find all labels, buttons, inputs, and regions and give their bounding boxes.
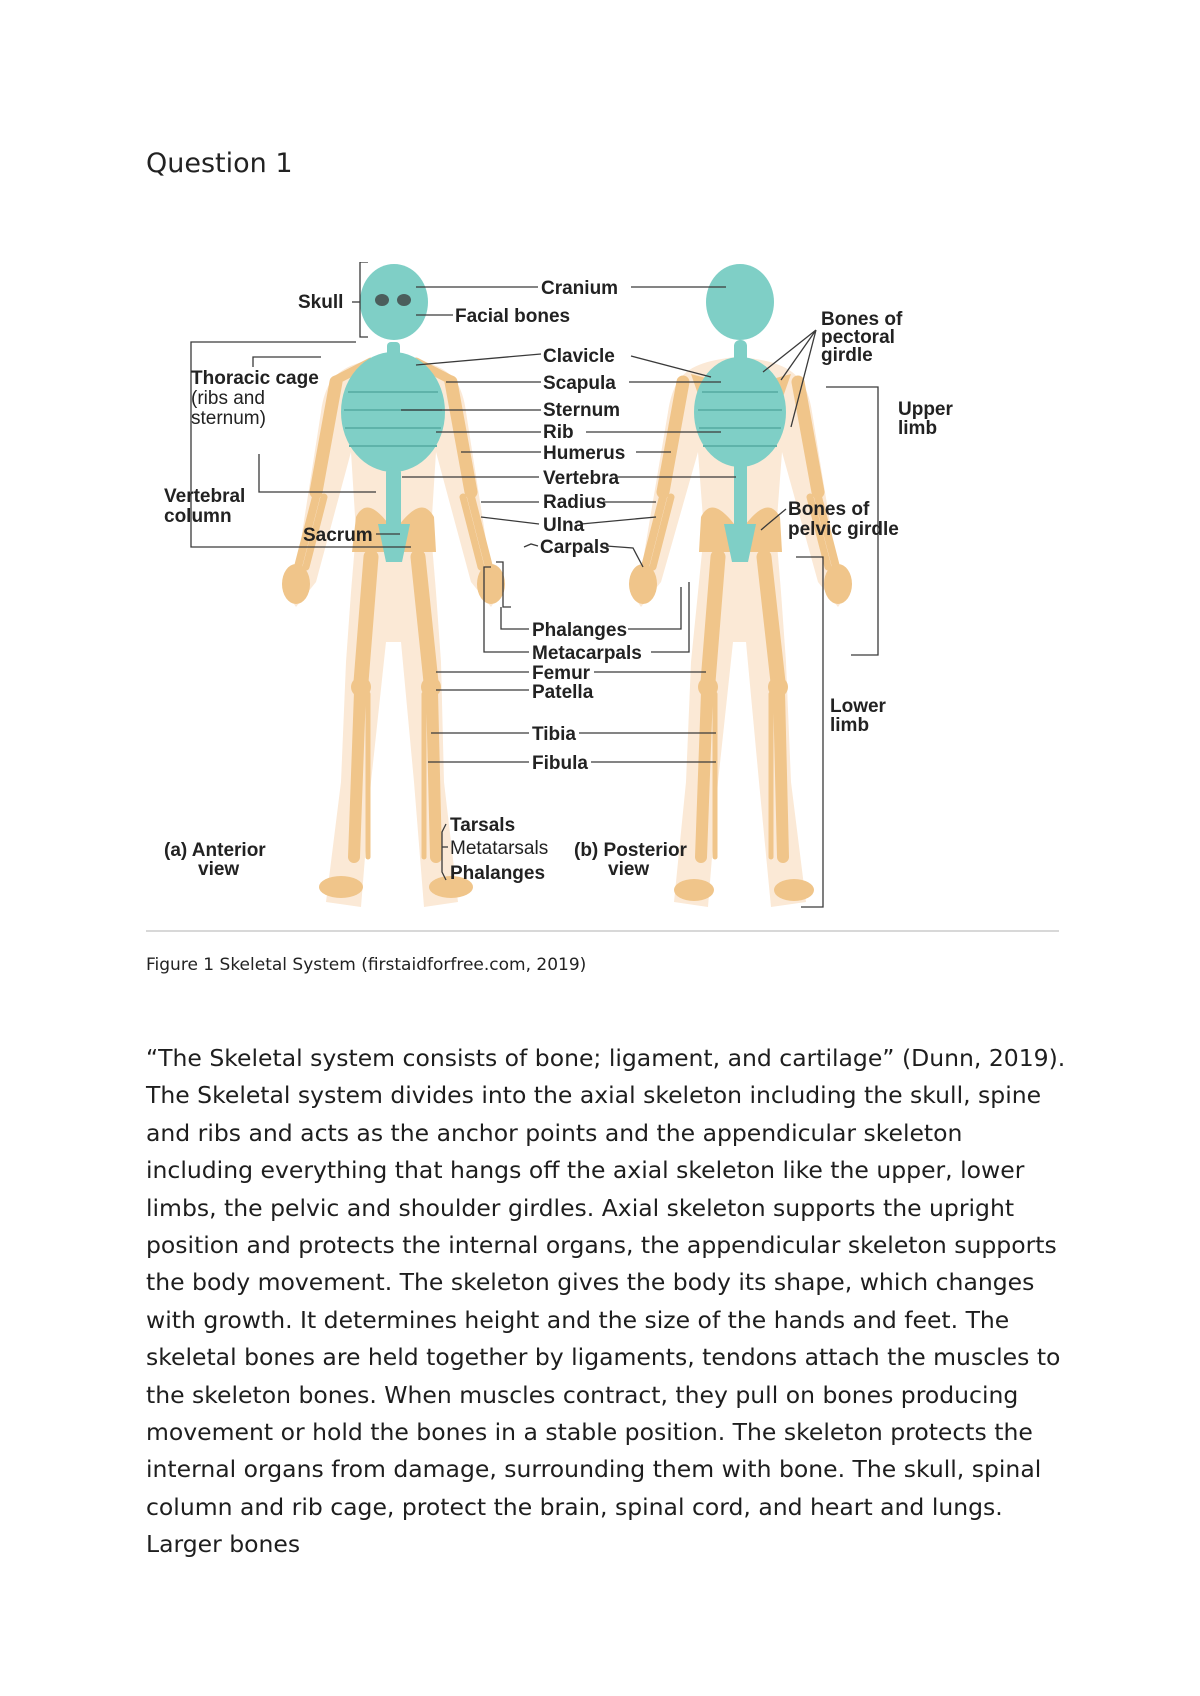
label-upper-limb-1: Upper — [898, 399, 954, 420]
skeletal-system-figure: Skull Cranium Facial bones Thoracic cage… — [146, 262, 1059, 932]
label-vertebral-column-1: Vertebral — [164, 486, 245, 507]
label-posterior-view-2: view — [608, 859, 649, 880]
label-pelvic-girdle-2: pelvic girdle — [788, 519, 899, 540]
label-lower-limb-2: limb — [830, 715, 869, 736]
label-pelvic-girdle-1: Bones of — [788, 499, 870, 520]
label-sacrum: Sacrum — [303, 525, 373, 546]
label-anterior-view-1: (a) Anterior — [164, 840, 266, 861]
label-skull: Skull — [298, 292, 343, 313]
label-pectoral-girdle-3: girdle — [821, 345, 873, 366]
label-tibia: Tibia — [532, 724, 576, 745]
label-cranium: Cranium — [541, 278, 618, 299]
label-facial-bones: Facial bones — [455, 306, 570, 327]
label-lower-limb-1: Lower — [830, 696, 887, 717]
label-ulna: Ulna — [543, 515, 585, 536]
label-femur: Femur — [532, 663, 591, 684]
label-metatarsals: Metatarsals — [450, 838, 548, 859]
label-carpals: Carpals — [540, 537, 610, 558]
label-scapula: Scapula — [543, 373, 616, 394]
label-thoracic-cage: Thoracic cage — [191, 368, 319, 389]
label-upper-limb-2: limb — [898, 418, 937, 439]
posterior-skeleton-illustration — [629, 264, 852, 907]
label-metacarpals: Metacarpals — [532, 643, 642, 664]
label-thoracic-cage-sub2: sternum) — [191, 408, 266, 429]
label-phalanges-foot: Phalanges — [450, 863, 545, 884]
label-radius: Radius — [543, 492, 606, 513]
label-tarsals: Tarsals — [450, 815, 515, 836]
label-humerus: Humerus — [543, 443, 625, 464]
body-paragraph: “The Skeletal system consists of bone; l… — [146, 1040, 1076, 1564]
label-sternum: Sternum — [543, 400, 620, 421]
label-fibula: Fibula — [532, 753, 588, 774]
question-heading: Question 1 — [146, 148, 293, 179]
label-phalanges-hand: Phalanges — [532, 620, 627, 641]
label-patella: Patella — [532, 682, 594, 703]
label-posterior-view-1: (b) Posterior — [574, 840, 688, 861]
label-clavicle: Clavicle — [543, 346, 615, 367]
label-anterior-view-2: view — [198, 859, 239, 880]
skeleton-diagram: Skull Cranium Facial bones Thoracic cage… — [146, 262, 1059, 932]
label-vertebra: Vertebra — [543, 468, 619, 489]
label-thoracic-cage-sub1: (ribs and — [191, 388, 265, 409]
figure-caption: Figure 1 Skeletal System (firstaidforfre… — [146, 955, 586, 975]
label-rib: Rib — [543, 422, 574, 443]
label-vertebral-column-2: column — [164, 506, 232, 527]
